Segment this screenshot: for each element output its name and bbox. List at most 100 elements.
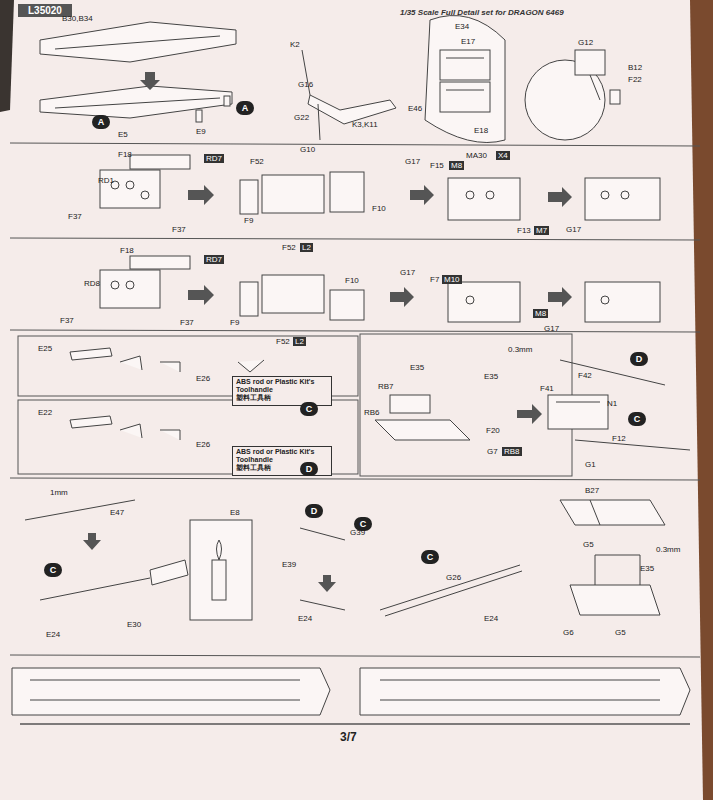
part-number: F37 [172,225,186,234]
part-number: F22 [628,75,642,84]
part-number: E46 [408,104,422,113]
part-number: MA30 [466,151,487,160]
part-tag: L2 [300,243,313,252]
part-tag: X4 [496,151,510,160]
part-number: B27 [585,486,599,495]
part-number: E25 [38,344,52,353]
part-number: F52 [276,337,290,346]
part-number: E24 [484,614,498,623]
part-number: G5 [615,628,626,637]
part-number: E17 [461,37,475,46]
part-number: F18 [118,150,132,159]
part-tag: RB8 [502,447,522,456]
part-number: G17 [405,157,420,166]
note-box: ABS rod or Plastic Kit's Toolhandle塑料工具柄 [232,376,332,406]
part-number: G26 [446,573,461,582]
part-number: E9 [196,127,206,136]
part-tag: M8 [449,161,464,170]
part-number: G12 [578,38,593,47]
part-number: F9 [244,216,253,225]
part-number: E24 [46,630,60,639]
part-number: E35 [640,564,654,573]
page-number: 3/7 [340,730,357,744]
part-tag: RD7 [204,154,224,163]
callout-letter: A [92,115,110,129]
part-number: E22 [38,408,52,417]
callout-letter: C [628,412,646,426]
part-number: F9 [230,318,239,327]
part-number: F52 [250,157,264,166]
part-number: K3,K11 [352,120,378,129]
callout-letter: C [44,563,62,577]
node-text: 塑料工具柄 [236,394,328,402]
part-number: F18 [120,246,134,255]
part-number: F37 [68,212,82,221]
node-text: C [628,412,646,426]
part-number: E35 [410,363,424,372]
part-number: G10 [300,145,315,154]
part-number: G6 [563,628,574,637]
part-number: E5 [118,130,128,139]
part-number: F37 [60,316,74,325]
callout-letter: D [300,462,318,476]
part-number: G17 [400,268,415,277]
part-number: G17 [544,324,559,333]
part-number: F13 [517,226,531,235]
part-number: E35 [484,372,498,381]
part-number: G5 [583,540,594,549]
part-tag: L2 [293,337,306,346]
part-number: E26 [196,440,210,449]
callout-letter: C [300,402,318,416]
callout-letter: D [630,352,648,366]
part-tag: RD7 [204,255,224,264]
node-text: D [630,352,648,366]
part-number: RB6 [364,408,380,417]
part-number: F10 [372,204,386,213]
part-number: F12 [612,434,626,443]
node-text: C [300,402,318,416]
part-number: G17 [566,225,581,234]
node-text: C [44,563,62,577]
part-number: 1mm [50,488,68,497]
part-number: 0.3mm [656,545,680,554]
part-number: F37 [180,318,194,327]
part-number: F41 [540,384,554,393]
part-number: F20 [486,426,500,435]
part-number: RD1 [98,176,114,185]
node-text: D [300,462,318,476]
part-number: G16 [298,80,313,89]
part-number: F7 [430,275,439,284]
part-number: E8 [230,508,240,517]
part-number: G1 [585,460,596,469]
node-text: A [236,101,254,115]
callout-letter: D [305,504,323,518]
part-number: RD8 [84,279,100,288]
part-number: G7 [487,447,498,456]
part-tag: M8 [533,309,548,318]
part-number: E39 [282,560,296,569]
part-tag: M10 [442,275,462,284]
part-number: N1 [607,399,617,408]
part-number: E47 [110,508,124,517]
part-number: E24 [298,614,312,623]
part-number: F52 [282,243,296,252]
node-text: L35020 [28,5,62,16]
part-number: F15 [430,161,444,170]
part-number: K2 [290,40,300,49]
node-text: C [421,550,439,564]
part-tag: M7 [534,226,549,235]
part-number: E34 [455,22,469,31]
node-text: D [305,504,323,518]
callout-letter: A [236,101,254,115]
part-number: E30 [127,620,141,629]
node-text: ABS rod or Plastic Kit's Toolhandle [236,378,328,394]
sheet-title: 1/35 Scale Full Detail set for DRAGON 64… [400,8,564,17]
part-number: RB7 [378,382,394,391]
part-number: G39 [350,528,365,537]
part-number: E26 [196,374,210,383]
part-number: F10 [345,276,359,285]
part-number: B30,B34 [62,14,93,23]
part-number: G22 [294,113,309,122]
part-number: F42 [578,371,592,380]
part-number: E18 [474,126,488,135]
